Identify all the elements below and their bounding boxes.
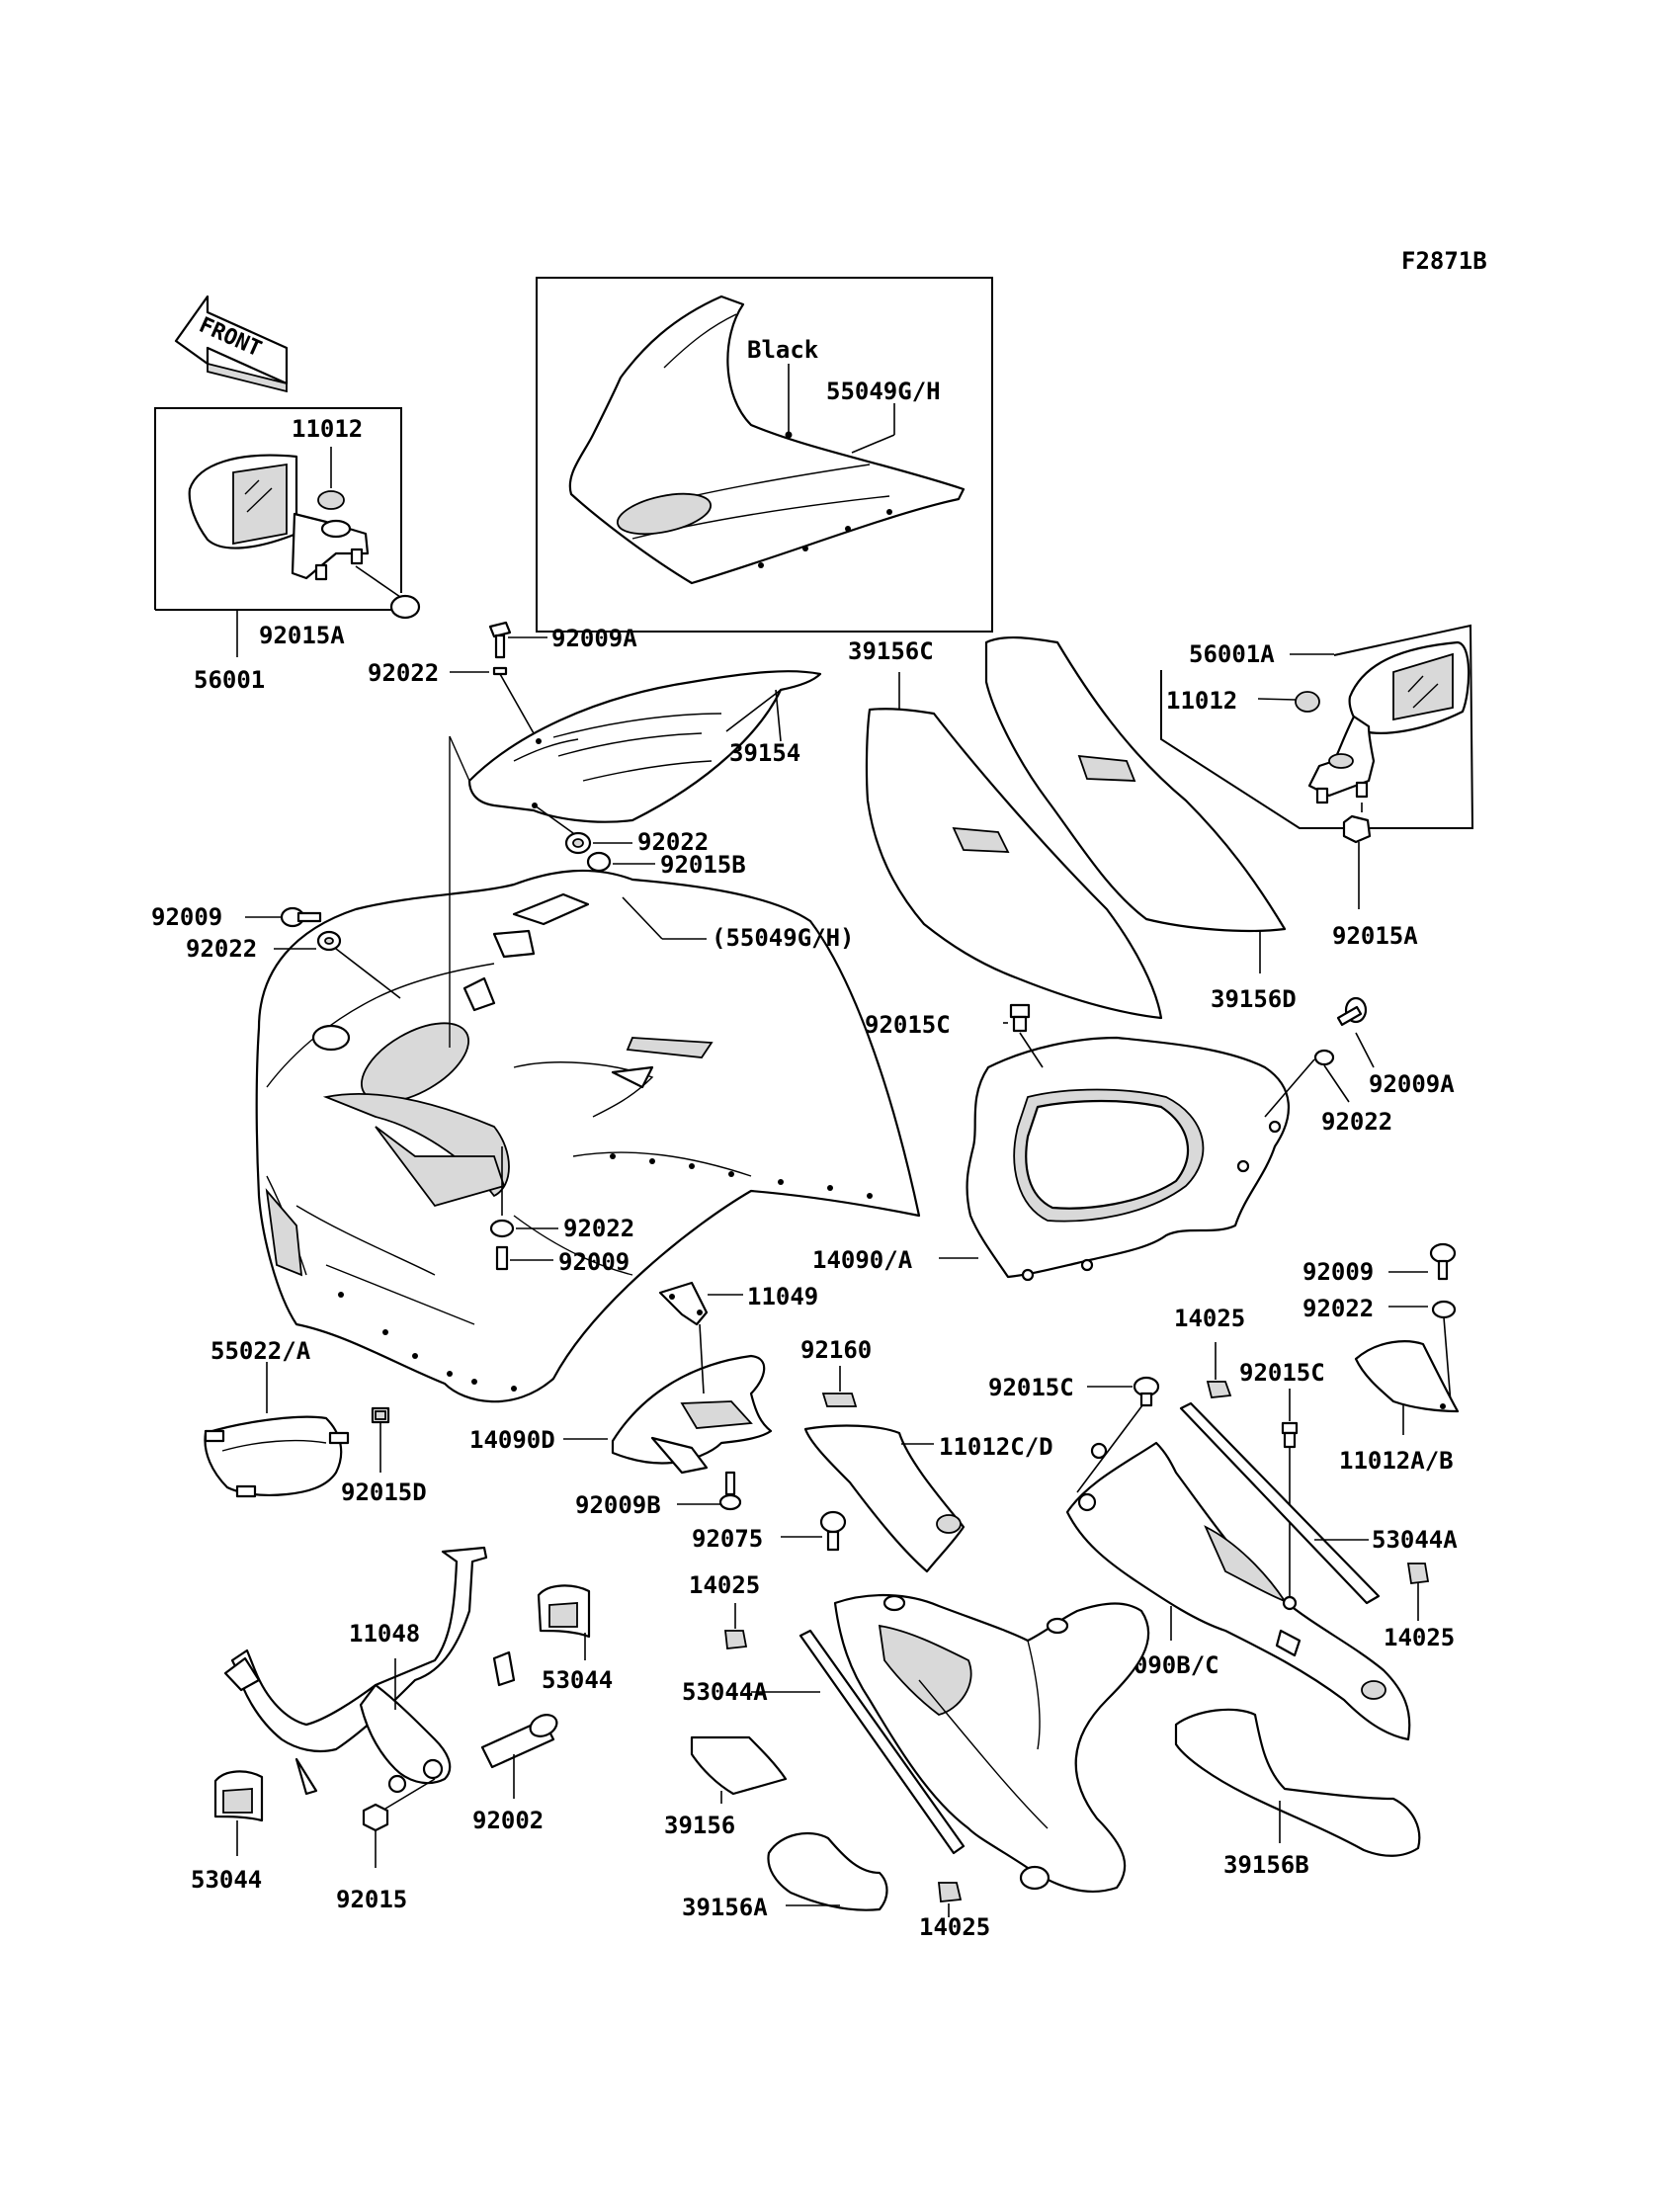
label-11049: 11049 [747,1283,818,1310]
label-14025-c: 14025 [689,1571,760,1599]
label-92022-b: 92022 [637,828,709,856]
label-92015c-c: 92015C [1239,1359,1325,1387]
part-39154: 39154 [467,670,822,823]
parts-92002-92015: 92002 92015 [336,1714,558,1913]
label-92009a-right: 92009A [1369,1070,1455,1098]
label-14090d: 14090D [469,1426,555,1454]
label-39156b: 39156B [1223,1851,1309,1879]
label-55049gh-paren: (55049G/H) [712,924,855,952]
label-92022-right: 92022 [1321,1108,1392,1136]
main-upper-cowl: (55049G/H) [255,735,921,1403]
part-14090d: 14090D [469,1323,773,1475]
fastener-group-mid: 92022 92009 [489,1146,634,1276]
part-11049: 11049 [658,1281,818,1326]
label-53044a-right: 53044A [1372,1526,1458,1554]
label-92009-mid: 92009 [558,1248,630,1276]
part-11012ab: 11012A/B [1339,1340,1460,1475]
parts-39156c-d: 39156C 39156D [848,635,1297,1020]
part-39156: 39156 [664,1735,788,1839]
part-92160: 92160 [800,1336,872,1407]
part-14025-top: 14025 [1174,1305,1245,1398]
label-92009b: 92009B [575,1491,661,1519]
part-55022a: 55022/A 92015D [204,1337,427,1506]
figure-code: F2871B [1401,247,1487,275]
part-92075: 92075 [692,1510,847,1553]
label-39156d: 39156D [1211,985,1297,1013]
label-14025-d: 14025 [919,1913,990,1941]
label-11048: 11048 [349,1620,420,1648]
label-14090a: 14090/A [812,1246,913,1274]
label-92009-left: 92009 [151,903,222,931]
label-92015a-right: 92015A [1332,922,1418,950]
label-56001a: 56001A [1189,640,1275,668]
label-39156a: 39156A [682,1894,768,1921]
label-39156c: 39156C [848,637,934,665]
label-92015: 92015 [336,1886,407,1913]
fastener-group-right: 92009 92022 [1302,1242,1457,1404]
label-92015a-left: 92015A [259,622,345,649]
label-92009-right: 92009 [1302,1258,1374,1286]
right-mirror-inset: 56001A 11012 92015A [1160,624,1474,950]
lower-side-cowl [833,1593,1150,1893]
label-92015d: 92015D [341,1479,427,1506]
front-arrow-icon: FRONT [174,295,289,393]
label-11012-left: 11012 [292,415,363,443]
label-53044a-left: 53044A [682,1678,768,1706]
label-11012-right: 11012 [1166,687,1237,715]
part-53044a-left: 53044A [682,1629,966,1855]
label-55049gh-inset: 55049G/H [826,378,941,405]
label-92015c-a: 92015C [865,1011,951,1039]
left-mirror-inset: 11012 92015A 56001 [154,407,421,694]
label-92009a-top: 92009A [551,625,637,652]
part-11048: 11048 [223,1546,516,1796]
label-11012ab: 11012A/B [1339,1447,1454,1475]
label-11012cd: 11012C/D [939,1433,1053,1461]
label-92022-left: 92022 [186,935,257,963]
fastener-group-top: 92009A 92022 92022 92015B [368,621,746,879]
label-92022-mid: 92022 [563,1215,634,1242]
label-black: Black [747,336,819,364]
part-11012cd: 11012C/D [803,1424,1053,1573]
label-92022-top: 92022 [368,659,439,687]
label-53044-left: 53044 [191,1866,262,1894]
label-39154: 39154 [729,739,800,767]
label-53044-right: 53044 [542,1666,613,1694]
part-14025-mid: 14025 [689,1571,760,1649]
parts-92015c: 92015C 92015C [988,1359,1325,1601]
part-53044a-right: 53044A 14025 [1179,1401,1458,1651]
parts-53044: 53044 53044 [191,1584,613,1894]
label-92160: 92160 [800,1336,872,1364]
label-56001: 56001 [194,666,265,694]
part-39156b: 39156B [1174,1708,1421,1879]
label-55022a: 55022/A [210,1337,311,1365]
part-92009b: 92009B [575,1471,742,1519]
fastener-group-left: 92009 92022 [151,903,401,999]
label-14025-a: 14025 [1174,1305,1245,1332]
label-92015b: 92015B [660,851,746,879]
part-14025-bottom: 14025 [919,1882,990,1941]
label-92075: 92075 [692,1525,763,1553]
label-92022-lower-right: 92022 [1302,1295,1374,1322]
label-39156: 39156 [664,1812,735,1839]
part-14090a: 14090/A 92015C 92009A 92022 [812,996,1455,1282]
label-14025-b: 14025 [1384,1624,1455,1651]
part-39156a: 39156A [682,1831,888,1921]
upper-cowl-inset: Black 55049G/H [536,277,993,633]
label-92015c-b: 92015C [988,1374,1074,1401]
label-92002: 92002 [472,1807,544,1834]
